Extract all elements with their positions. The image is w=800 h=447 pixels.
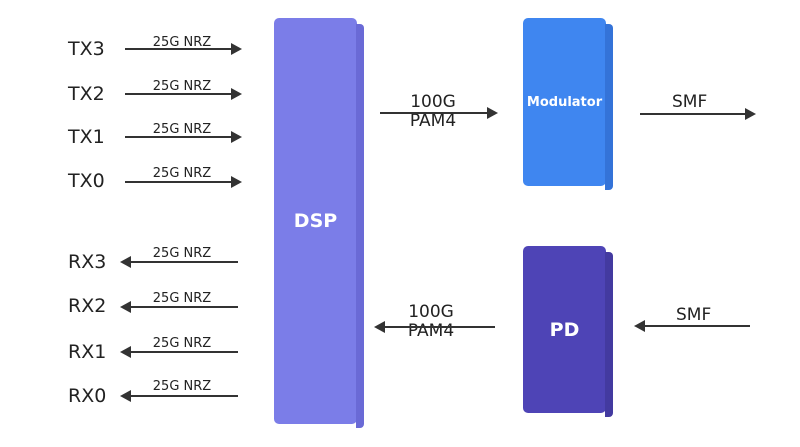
tx-fiber-arrow	[640, 108, 756, 120]
dsp-block: DSP	[274, 18, 364, 428]
rx0-arrow	[120, 390, 238, 402]
tx1-arrow	[125, 131, 242, 143]
rx-link-modulation: PAM4	[407, 320, 455, 341]
tx2-label: TX2	[68, 83, 105, 105]
tx3-label: TX3	[68, 38, 105, 60]
rx-link-label: 100G PAM4	[376, 303, 486, 340]
tx2-arrow	[125, 88, 242, 100]
tx1-label: TX1	[68, 126, 105, 148]
tx-fiber-label: SMF	[672, 92, 708, 112]
modulator-block: Modulator	[523, 18, 613, 190]
rx2-arrow	[120, 301, 238, 313]
pd-block-side	[605, 252, 613, 417]
rx0-label: RX0	[68, 385, 107, 407]
rx1-rate-label: 25G NRZ	[152, 336, 212, 351]
tx-link-rate: 100G	[410, 92, 456, 112]
rx1-label: RX1	[68, 341, 107, 363]
dsp-label: DSP	[293, 210, 338, 232]
tx-link-label: 100G PAM4	[378, 93, 488, 130]
rx-fiber-label: SMF	[676, 305, 712, 325]
rx0-rate-label: 25G NRZ	[152, 379, 212, 394]
tx0-rate-label: 25G NRZ	[152, 166, 212, 181]
tx-link-modulation: PAM4	[409, 110, 457, 131]
tx3-rate-label: 25G NRZ	[152, 35, 212, 50]
dsp-to-modulator-arrow	[380, 107, 498, 119]
rx-link-rate: 100G	[408, 302, 454, 322]
pd-block: PD	[523, 246, 613, 417]
dsp-block-side	[356, 24, 364, 428]
tx0-arrow	[125, 176, 242, 188]
tx3-arrow	[125, 43, 242, 55]
rx3-arrow	[120, 256, 238, 268]
rx1-arrow	[120, 346, 238, 358]
modulator-block-side	[605, 24, 613, 190]
tx0-label: TX0	[68, 170, 105, 192]
tx1-rate-label: 25G NRZ	[152, 122, 212, 137]
pd-to-dsp-arrow	[374, 321, 495, 333]
modulator-label: Modulator	[526, 94, 603, 110]
rx2-label: RX2	[68, 295, 107, 317]
rx2-rate-label: 25G NRZ	[152, 291, 212, 306]
rx-fiber-arrow	[634, 320, 750, 332]
rx3-label: RX3	[68, 251, 107, 273]
pd-label: PD	[549, 318, 580, 341]
tx2-rate-label: 25G NRZ	[152, 79, 212, 94]
rx3-rate-label: 25G NRZ	[152, 246, 212, 261]
